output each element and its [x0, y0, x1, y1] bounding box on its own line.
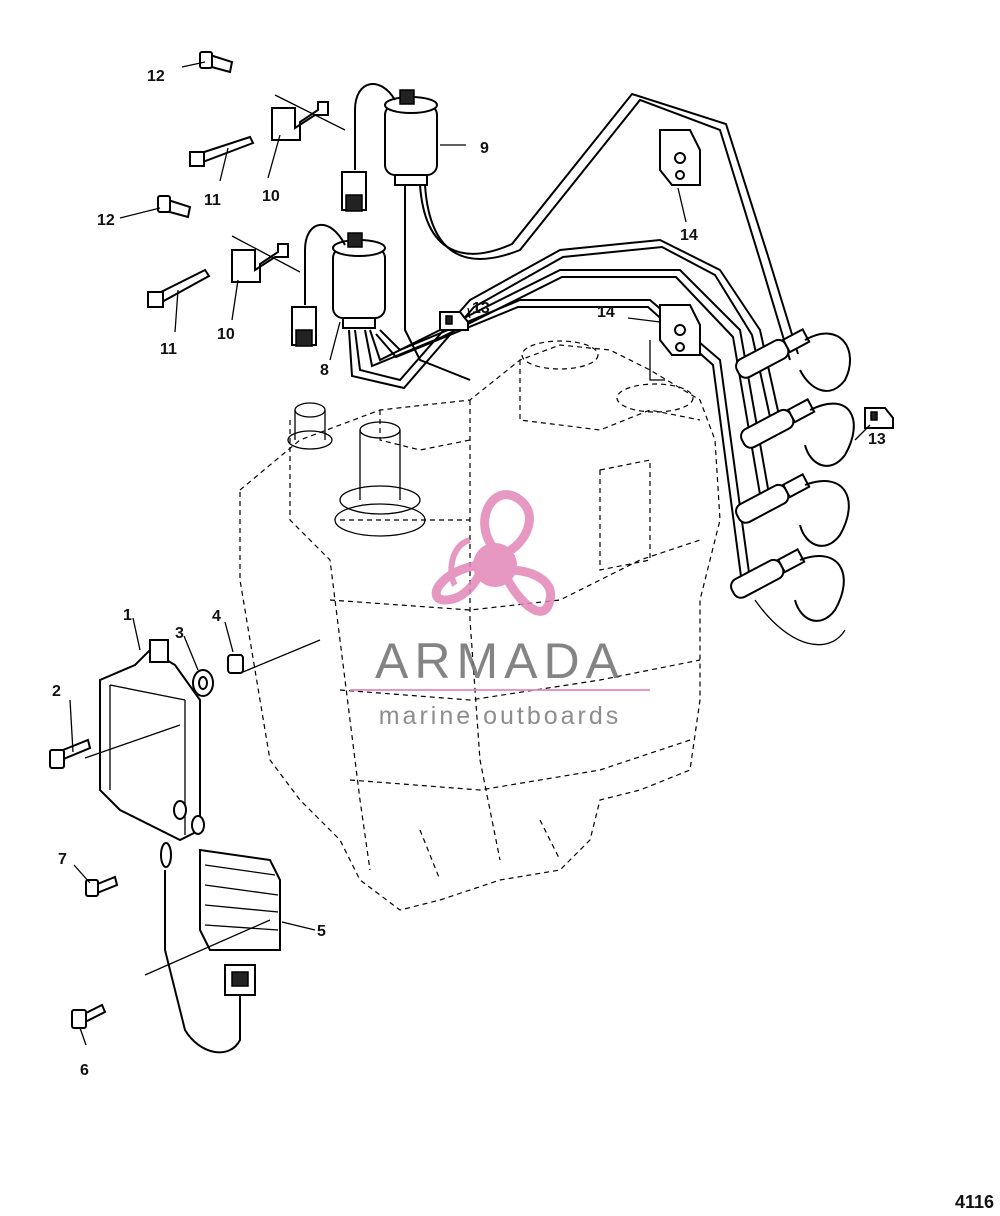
callout-4: 4 [212, 608, 221, 625]
leader-lines [69, 61, 871, 1046]
wire-clip-right [864, 407, 894, 429]
coil-bracket-lower [649, 304, 701, 381]
mounting-bracket-lower [231, 235, 301, 283]
rectifier-regulator [160, 842, 281, 1054]
figure-number: 4116 [955, 1192, 994, 1212]
callout-9: 9 [480, 140, 489, 157]
spark-plug-caps [730, 328, 855, 646]
callout-13-right: 13 [868, 431, 886, 448]
screw-cdi [49, 738, 92, 769]
callout-11-lower: 11 [160, 341, 177, 358]
collar [227, 654, 244, 674]
mounting-bracket-upper [271, 94, 346, 141]
bolt-lower [157, 195, 192, 219]
watermark-brand: ARMADA [375, 633, 625, 689]
grommet [192, 669, 214, 697]
bolt-7 [85, 875, 119, 897]
callout-7: 7 [58, 851, 67, 868]
callout-14-upper: 14 [680, 227, 698, 244]
ground-terminals [173, 800, 205, 835]
callout-5: 5 [317, 923, 326, 940]
callout-3: 3 [175, 625, 184, 642]
cable-tie-lower [147, 268, 211, 308]
ignition-coil-upper [384, 89, 438, 186]
bolt-upper [199, 51, 234, 74]
callout-12-upper: 12 [147, 68, 165, 85]
callout-1: 1 [123, 607, 132, 624]
propeller-logo-icon [431, 490, 556, 616]
cable-tie-upper [189, 135, 255, 167]
coil-bracket-upper [659, 129, 701, 186]
callout-6: 6 [80, 1062, 89, 1079]
callout-14-lower: 14 [597, 304, 615, 321]
bolt-6 [71, 1003, 107, 1029]
coil-lead-wires [291, 83, 396, 347]
callout-12-lower: 12 [97, 212, 115, 229]
ignition-coil-lower [332, 232, 386, 329]
wire-clip-center [439, 311, 469, 331]
watermark-tagline: marine outboards [379, 702, 622, 730]
callout-labels: 12 12 11 11 10 10 9 8 13 14 14 13 1 2 3 … [52, 68, 886, 1079]
callout-2: 2 [52, 683, 61, 700]
callout-10-upper: 10 [262, 188, 280, 205]
callout-13-center: 13 [472, 300, 490, 317]
callout-10-lower: 10 [217, 326, 235, 343]
cdi-unit [99, 639, 201, 842]
high-tension-leads [348, 92, 799, 585]
callout-8: 8 [320, 362, 329, 379]
watermark: ARMADA marine outboards [350, 490, 650, 730]
engine-block-outline [239, 340, 721, 911]
callout-11-upper: 11 [204, 192, 221, 209]
